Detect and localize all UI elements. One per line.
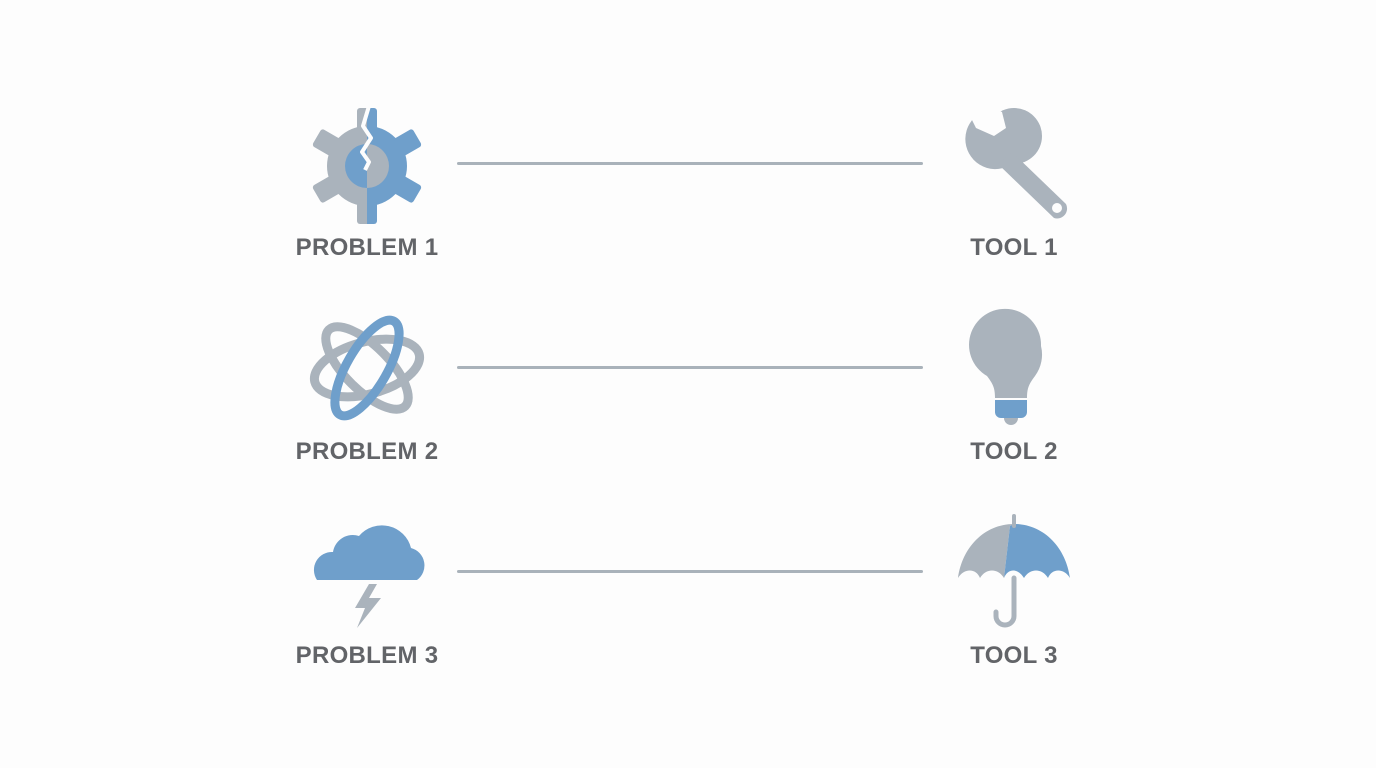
umbrella-icon	[958, 514, 1070, 628]
wrench-icon	[965, 104, 1068, 219]
storm-cloud-icon	[313, 525, 425, 628]
tool-1: TOOL 1	[924, 104, 1104, 262]
problem-1-label: PROBLEM 1	[295, 234, 439, 261]
tool-2: TOOL 2	[924, 308, 1104, 466]
tool-3: TOOL 3	[924, 512, 1104, 670]
tool-1-label: TOOL 1	[970, 234, 1058, 261]
tangled-knot-icon	[309, 315, 425, 421]
connector-line-3	[457, 570, 923, 573]
lightbulb-icon	[969, 308, 1043, 425]
connector-line-1	[457, 162, 923, 165]
tool-2-label: TOOL 2	[970, 438, 1058, 465]
problem-3-label: PROBLEM 3	[295, 642, 439, 669]
problem-2-label: PROBLEM 2	[295, 438, 439, 465]
problem-1: PROBLEM 1	[277, 104, 457, 262]
problem-2: PROBLEM 2	[277, 308, 457, 466]
connector-line-2	[457, 366, 923, 369]
broken-gear-icon	[312, 105, 422, 224]
problem-3: PROBLEM 3	[277, 512, 457, 670]
tool-3-label: TOOL 3	[970, 642, 1058, 669]
